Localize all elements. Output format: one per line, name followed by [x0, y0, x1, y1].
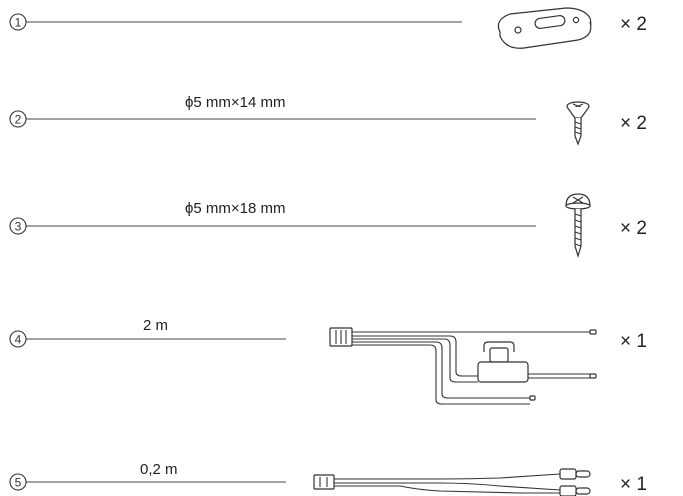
item-5-dimension: 0,2 m — [140, 461, 178, 478]
power-cable-with-fuse-icon — [329, 327, 597, 405]
item-4-dimension: 2 m — [143, 317, 168, 334]
item-1-quantity: × 2 — [620, 14, 647, 35]
item-2-dimension: ϕ5 mm×14 mm — [185, 94, 286, 111]
item-1: 1 × 2 — [9, 7, 647, 49]
item-4-quantity: × 1 — [620, 331, 647, 352]
item-3: ϕ5 mm×18 mm 3 × 2 — [9, 193, 647, 259]
item-3-dimension: ϕ5 mm×18 mm — [185, 200, 286, 217]
flat-head-screw-icon — [566, 101, 590, 146]
item-1-number: 1 — [15, 16, 22, 30]
item-2-quantity: × 2 — [620, 113, 647, 134]
item-2-number: 2 — [15, 113, 22, 127]
pan-head-screw-icon — [565, 193, 591, 259]
item-4-number: 4 — [15, 333, 22, 347]
item-5-number: 5 — [15, 476, 22, 490]
item-2: ϕ5 mm×14 mm 2 × 2 — [9, 94, 647, 146]
item-4: 2 m 4 × 1 — [9, 317, 647, 405]
item-5-quantity: × 1 — [620, 474, 647, 495]
bracket-plate-icon — [497, 7, 592, 49]
item-5: 0,2 m 5 × 1 — [9, 461, 647, 496]
item-3-number: 3 — [15, 220, 22, 234]
rca-adapter-cable-icon — [313, 468, 591, 496]
item-3-quantity: × 2 — [620, 218, 647, 239]
